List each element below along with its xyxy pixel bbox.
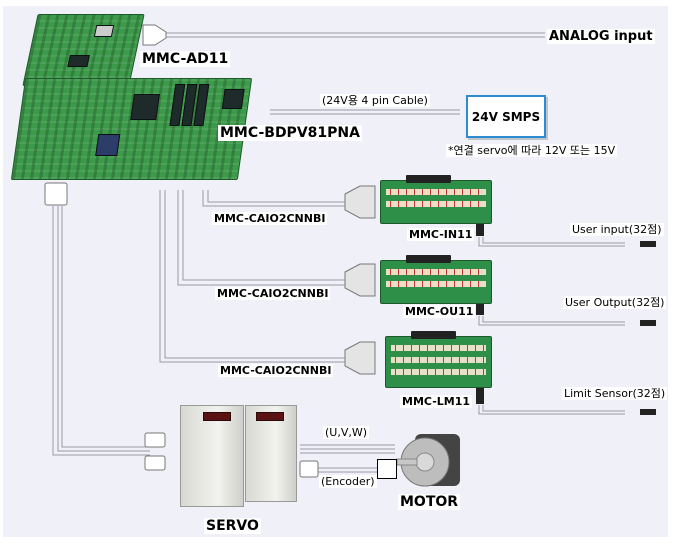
ou11-label: MMC-OU11: [403, 305, 476, 318]
ou11-pigtail-icon: [476, 297, 484, 315]
servo-split-connector-1-icon: [144, 432, 166, 448]
in11-board-image: [380, 175, 492, 224]
analog-cable: [166, 32, 545, 38]
limit-sensor-label: Limit Sensor(32점): [562, 387, 668, 400]
in11-pigtail-icon: [476, 218, 484, 236]
servo-cable: [52, 206, 150, 456]
io-cable-2-label: MMC-CAIO2CNNBI: [215, 287, 331, 300]
main-board-label: MMC-BDPV81PNA: [218, 125, 362, 141]
smps-note: *연결 servo에 따라 12V 또는 15V: [446, 144, 618, 157]
input-end-plug-icon: [640, 241, 656, 247]
lm11-board-image: [385, 331, 492, 388]
sensor-end-plug-icon: [640, 409, 656, 415]
servo-drive-1-image: [180, 405, 244, 507]
servo-drive-2-image: [245, 405, 297, 502]
encoder-connector-icon: [299, 460, 319, 478]
servo-db-connector-icon: [44, 182, 68, 206]
user-output-label: User Output(32점): [563, 296, 667, 309]
io-cable-2: [177, 190, 345, 286]
uvw-cable: [300, 444, 395, 454]
io-cable-1: [202, 190, 345, 207]
motor-label: MOTOR: [398, 494, 461, 510]
io-cable-3-label: MMC-CAIO2CNNBI: [218, 364, 334, 377]
encoder-box: [377, 459, 397, 479]
input-cable: [478, 237, 625, 247]
analog-board-image: [22, 14, 145, 86]
main-board-image: [10, 78, 253, 180]
output-end-plug-icon: [640, 320, 656, 326]
analog-board-label: MMC-AD11: [140, 51, 231, 67]
io-plug-3-icon: [344, 341, 376, 375]
sensor-cable: [478, 405, 625, 415]
analog-input-label: ANALOG input: [547, 29, 655, 44]
encoder-cable: [318, 467, 377, 473]
power-cable: [270, 109, 460, 115]
servo-label: SERVO: [204, 518, 261, 534]
power-cable-label: (24V용 4 pin Cable): [320, 94, 430, 107]
analog-connector-icon: [142, 24, 167, 46]
io-cable-3: [159, 190, 345, 363]
servo-split-connector-2-icon: [144, 455, 166, 471]
smps-label: 24V SMPS: [471, 109, 541, 124]
output-cable: [478, 316, 625, 326]
io-plug-1-icon: [344, 185, 376, 219]
encoder-label: (Encoder): [319, 475, 377, 488]
lm11-pigtail-icon: [476, 386, 484, 404]
ou11-board-image: [380, 255, 492, 304]
uvw-label: (U,V,W): [323, 426, 370, 439]
in11-label: MMC-IN11: [407, 228, 475, 241]
io-plug-2-icon: [344, 263, 376, 297]
lm11-label: MMC-LM11: [400, 395, 473, 408]
user-input-label: User input(32점): [570, 223, 664, 236]
motor-image: [396, 434, 460, 487]
io-cable-1-label: MMC-CAIO2CNNBI: [212, 212, 328, 225]
smps-box: 24V SMPS: [466, 95, 546, 138]
